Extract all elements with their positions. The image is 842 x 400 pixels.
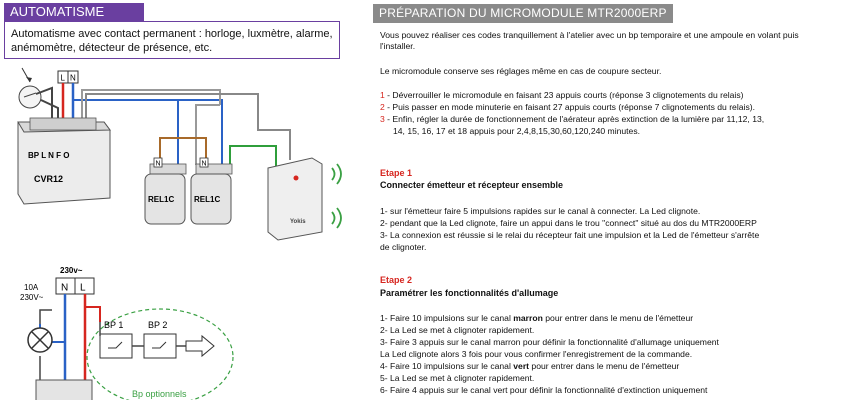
current-label: 10A — [24, 283, 39, 292]
bp1-label: BP 1 — [104, 320, 123, 330]
terminal-n-label: N — [70, 74, 76, 83]
memo-text: Le micromodule conserve ses réglages mêm… — [380, 66, 662, 76]
step2-line: 4- Faire 10 impulsions sur le canal vert… — [380, 361, 680, 371]
step1-line: 1- sur l'émetteur faire 5 impulsions rap… — [380, 206, 701, 216]
step2-line: 5- La Led se met à clignoter rapidement. — [380, 373, 535, 383]
wiring-diagram-bp: 230v~ 10A 230V~ N L BP 1 BP 2 Bp optionn… — [20, 266, 234, 400]
step1-title: Etape 1 — [380, 168, 413, 178]
step2-line: 2- La Led se met à clignoter rapidement. — [380, 325, 535, 335]
prep-text-3: - Enfin, régler la durée de fonctionneme… — [384, 114, 765, 124]
relay-a-n-label: N — [156, 161, 161, 168]
prep-num-3: 3 — [380, 114, 385, 124]
wiring-diagram-automatisme: L N BP L N F O CVR12 N REL1C N REL1C Yok… — [17, 67, 342, 241]
terminal-l-label: L — [61, 74, 66, 83]
step2-line: 1- Faire 10 impulsions sur le canal marr… — [380, 313, 694, 323]
yokis-logo: Yokis — [290, 219, 306, 225]
cvr-terminals-label: BP L N F O — [28, 151, 70, 160]
step2-line: 3- Faire 3 appuis sur le canal marron po… — [380, 337, 719, 347]
terminal-n2-label: N — [61, 283, 68, 294]
prep-text-2: - Puis passer en mode minuterie en faisa… — [384, 102, 755, 112]
prep-line-2: 2 - Puis passer en mode minuterie en fai… — [380, 102, 836, 113]
step1-line: 2- pendant que la Led clignote, faire un… — [380, 218, 757, 228]
step1-line: 3- La connexion est réussie si le relai … — [380, 230, 760, 240]
relay-a-label: REL1C — [148, 195, 174, 204]
relay-b-n-label: N — [202, 161, 207, 168]
prep-text-1: - Déverrouiller le micromodule en faisan… — [384, 90, 744, 100]
prep-line-3: 3 - Enfin, régler la durée de fonctionne… — [380, 114, 836, 125]
terminal-l2-label: L — [80, 283, 86, 294]
automatisme-header: AUTOMATISME — [4, 3, 144, 21]
intro-text: Vous pouvez réaliser ces codes tranquill… — [380, 30, 799, 52]
prep-num-2: 2 — [380, 102, 385, 112]
voltage-top-label: 230v~ — [60, 266, 83, 275]
automatisme-description: Automatisme avec contact permanent : hor… — [4, 21, 340, 59]
step1-line: de clignoter. — [380, 242, 427, 252]
cvr12-label: CVR12 — [34, 174, 63, 184]
step2-line: 6- Faire 4 appuis sur le canal vert pour… — [380, 385, 708, 395]
step2-title: Etape 2 — [380, 275, 413, 285]
relay-b-label: REL1C — [194, 195, 220, 204]
bp-optional-label: Bp optionnels — [132, 389, 187, 399]
step1-subtitle: Connecter émetteur et récepteur ensemble — [380, 180, 564, 190]
step2-subtitle: Paramétrer les fonctionnalités d'allumag… — [380, 288, 559, 298]
bp2-label: BP 2 — [148, 320, 167, 330]
voltage-left-label: 230V~ — [20, 293, 44, 302]
prep-line-1: 1 - Déverrouiller le micromodule en fais… — [380, 90, 836, 101]
step2-line: La Led clignote alors 3 fois pour vous c… — [380, 349, 693, 359]
prep-num-1: 1 — [380, 90, 385, 100]
preparation-header: PRÉPARATION DU MICROMODULE MTR2000ERP — [373, 4, 673, 23]
prep-line-4: 14, 15, 16, 17 et 18 appuis pour 2,4,8,1… — [393, 126, 641, 136]
